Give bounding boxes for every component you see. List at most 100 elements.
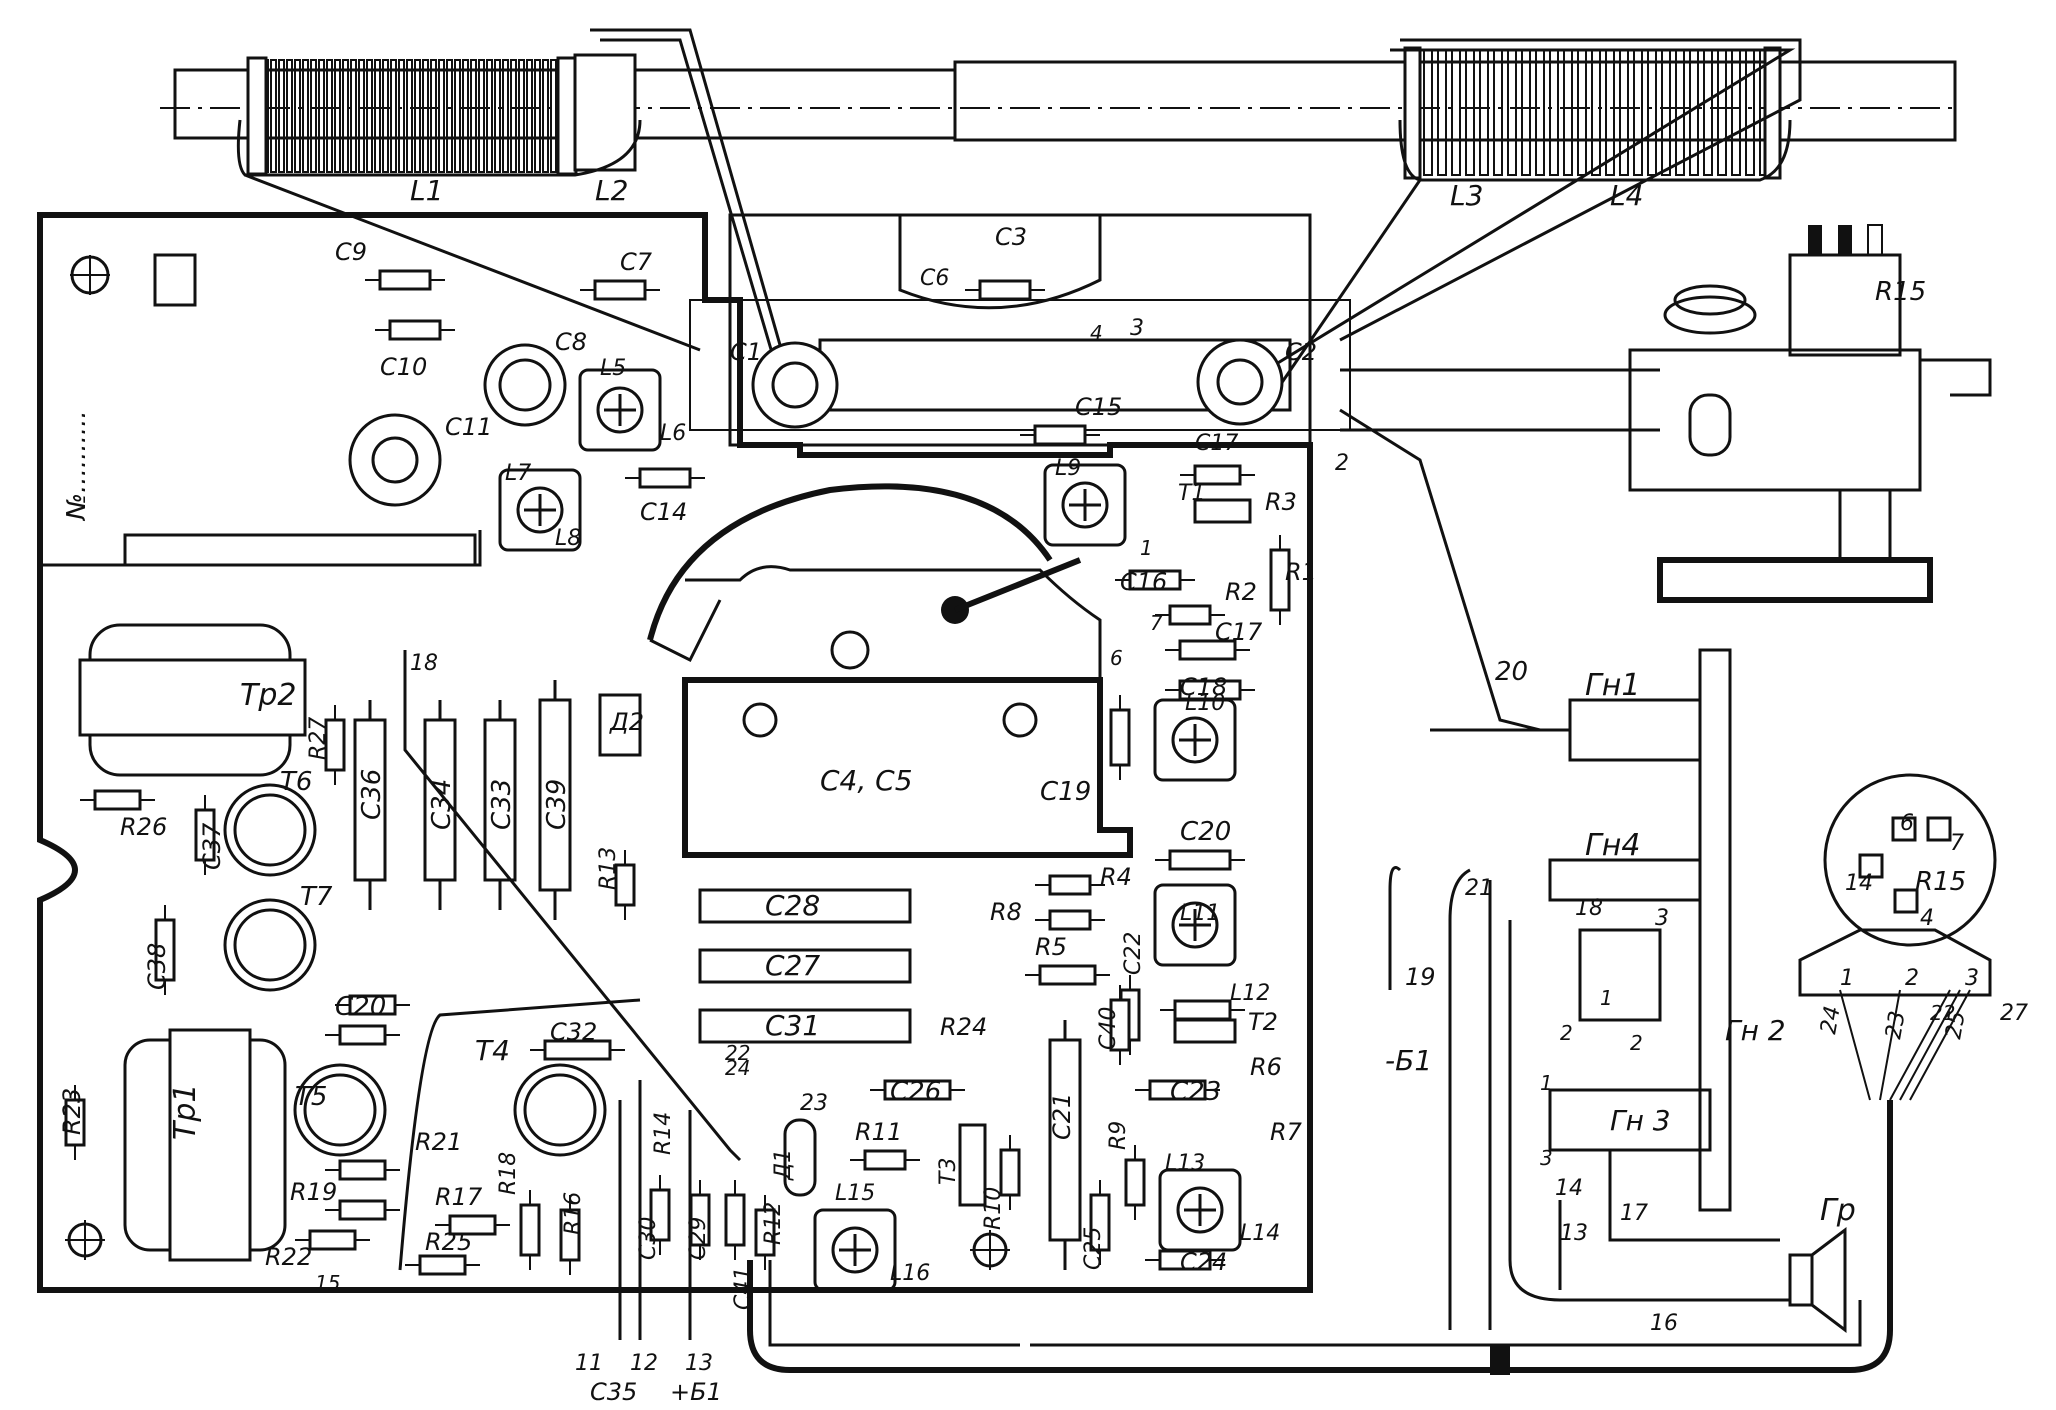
ferrite-antenna: [160, 28, 1960, 401]
label-r25: R25: [425, 1228, 472, 1256]
label-r12: R12: [761, 1202, 786, 1245]
trimmer-c1: [751, 341, 839, 429]
label-n16: 16: [1650, 1311, 1678, 1336]
coil-frame-l1: [236, 119, 642, 177]
component-body-15: [1025, 964, 1110, 986]
label-n3: 3: [1655, 906, 1669, 931]
jack-gn3: [1548, 1088, 1712, 1152]
label-n15: 15: [315, 1271, 340, 1295]
component-body-39: [1089, 1180, 1111, 1265]
label-n1: 1: [1540, 1071, 1553, 1095]
label-gr: Гр: [1820, 1193, 1856, 1228]
component-body-2: [580, 279, 660, 301]
component-body-22: [325, 1159, 400, 1181]
coil-slug-1: [578, 368, 662, 452]
label-n17: 17: [1620, 1201, 1648, 1226]
label-c26: C26: [890, 1077, 941, 1107]
r15-pin-4: [1893, 888, 1919, 914]
potentiometer-r15-assembly: [1340, 224, 1992, 603]
wire-17: [1608, 1150, 1780, 1242]
label-l10: L10: [1185, 691, 1225, 716]
label-d1: Д1: [771, 1149, 796, 1181]
tuning-capacitor-body: [898, 213, 1102, 310]
component-body-18: [870, 1079, 965, 1101]
label-r16: R16: [561, 1192, 586, 1235]
label-l4: L4: [1610, 179, 1643, 212]
coil-frame-l3: [1398, 119, 1792, 182]
component-body-20: [325, 1024, 400, 1046]
coil-l1: [246, 56, 578, 176]
label-c17: C17: [1195, 431, 1238, 456]
label-r18: R18: [496, 1152, 521, 1195]
label-n22: 22: [1930, 1001, 1955, 1025]
r15-tab: [1920, 358, 1992, 397]
label-c40: C40: [1096, 1007, 1121, 1050]
label-n6: 6: [1110, 646, 1123, 670]
r15-bracket: [1628, 348, 1922, 492]
small-components: [64, 269, 1291, 1276]
label-tr1: Tp1: [168, 1084, 203, 1140]
label-c3: C3: [995, 223, 1027, 251]
label-c18: C18: [1180, 673, 1227, 701]
r15-terminal-1: [1808, 225, 1822, 255]
trimmer-c2-screw: [1216, 358, 1264, 406]
transistor-t7: [223, 898, 317, 992]
antenna-lead-4: [1249, 48, 1796, 382]
label-n11: 11: [575, 1351, 603, 1376]
label-gn3: Гн 3: [1610, 1104, 1671, 1137]
label-n20: 20: [1495, 657, 1528, 687]
label-r2: R2: [1225, 578, 1257, 606]
label-r24: R24: [940, 1013, 987, 1041]
label-c37: C37: [198, 822, 226, 870]
label-l13: L13: [1165, 1151, 1205, 1176]
label-no: №..........: [62, 410, 92, 522]
label-d2: Д2: [609, 708, 644, 736]
label-c23: C23: [1170, 1077, 1221, 1107]
c4-c5-top: [685, 565, 1102, 680]
label-r15a: R15: [1875, 277, 1926, 307]
coil-slug-2: [498, 468, 582, 552]
label-c20b: C20: [335, 992, 386, 1022]
label-n1: 1: [1840, 966, 1854, 991]
label-c17: C17: [1215, 618, 1263, 646]
label-c15: C15: [1075, 393, 1122, 421]
label-c24: C24: [1180, 1248, 1227, 1276]
label-c4c5: C4, C5: [820, 764, 913, 797]
dial-drum: [1657, 557, 1933, 603]
label-l5: L5: [600, 356, 626, 381]
label-gn4: Гн4: [1585, 828, 1640, 863]
label-r11: R11: [855, 1118, 902, 1146]
coil-l3-l4: [1403, 46, 1782, 180]
jack-gn1: [1568, 698, 1702, 762]
variable-capacitor-c4-c5: [647, 483, 1133, 858]
label-n13: 13: [1560, 1221, 1588, 1246]
label-l15: L15: [835, 1181, 875, 1206]
component-body-38: [1124, 1145, 1146, 1220]
electrolytic-cap-v-2: [423, 700, 457, 910]
label-r9: R9: [1106, 1121, 1131, 1150]
label-n25: 25: [1941, 1009, 1970, 1041]
label-l8: L8: [555, 526, 581, 551]
cable-harness-outer: [747, 1260, 1893, 1373]
component-body-30: [335, 994, 410, 1016]
trimmer-c11: [348, 413, 442, 507]
component-body-43: [724, 1180, 746, 1260]
label-r4: R4: [1100, 863, 1132, 891]
antenna-lead-3: [1339, 38, 1802, 342]
trimmer-c1-screw: [771, 361, 819, 409]
label-r8: R8: [990, 898, 1022, 926]
label-c31: C31: [765, 1009, 820, 1042]
label-b1minus: -Б1: [1385, 1044, 1432, 1077]
label-n2: 2: [1905, 966, 1919, 991]
label-t3: T3: [936, 1158, 961, 1185]
label-c34: C34: [427, 779, 457, 830]
label-r19: R19: [290, 1178, 337, 1206]
mount-hole-2: [742, 702, 778, 738]
shaft-slot: [1688, 393, 1732, 457]
r15-pin-7: [1926, 816, 1952, 842]
label-l6: L6: [660, 421, 686, 446]
label-n21: 21: [1465, 876, 1493, 901]
label-r21: R21: [415, 1128, 462, 1156]
label-c32: C32: [550, 1018, 597, 1046]
